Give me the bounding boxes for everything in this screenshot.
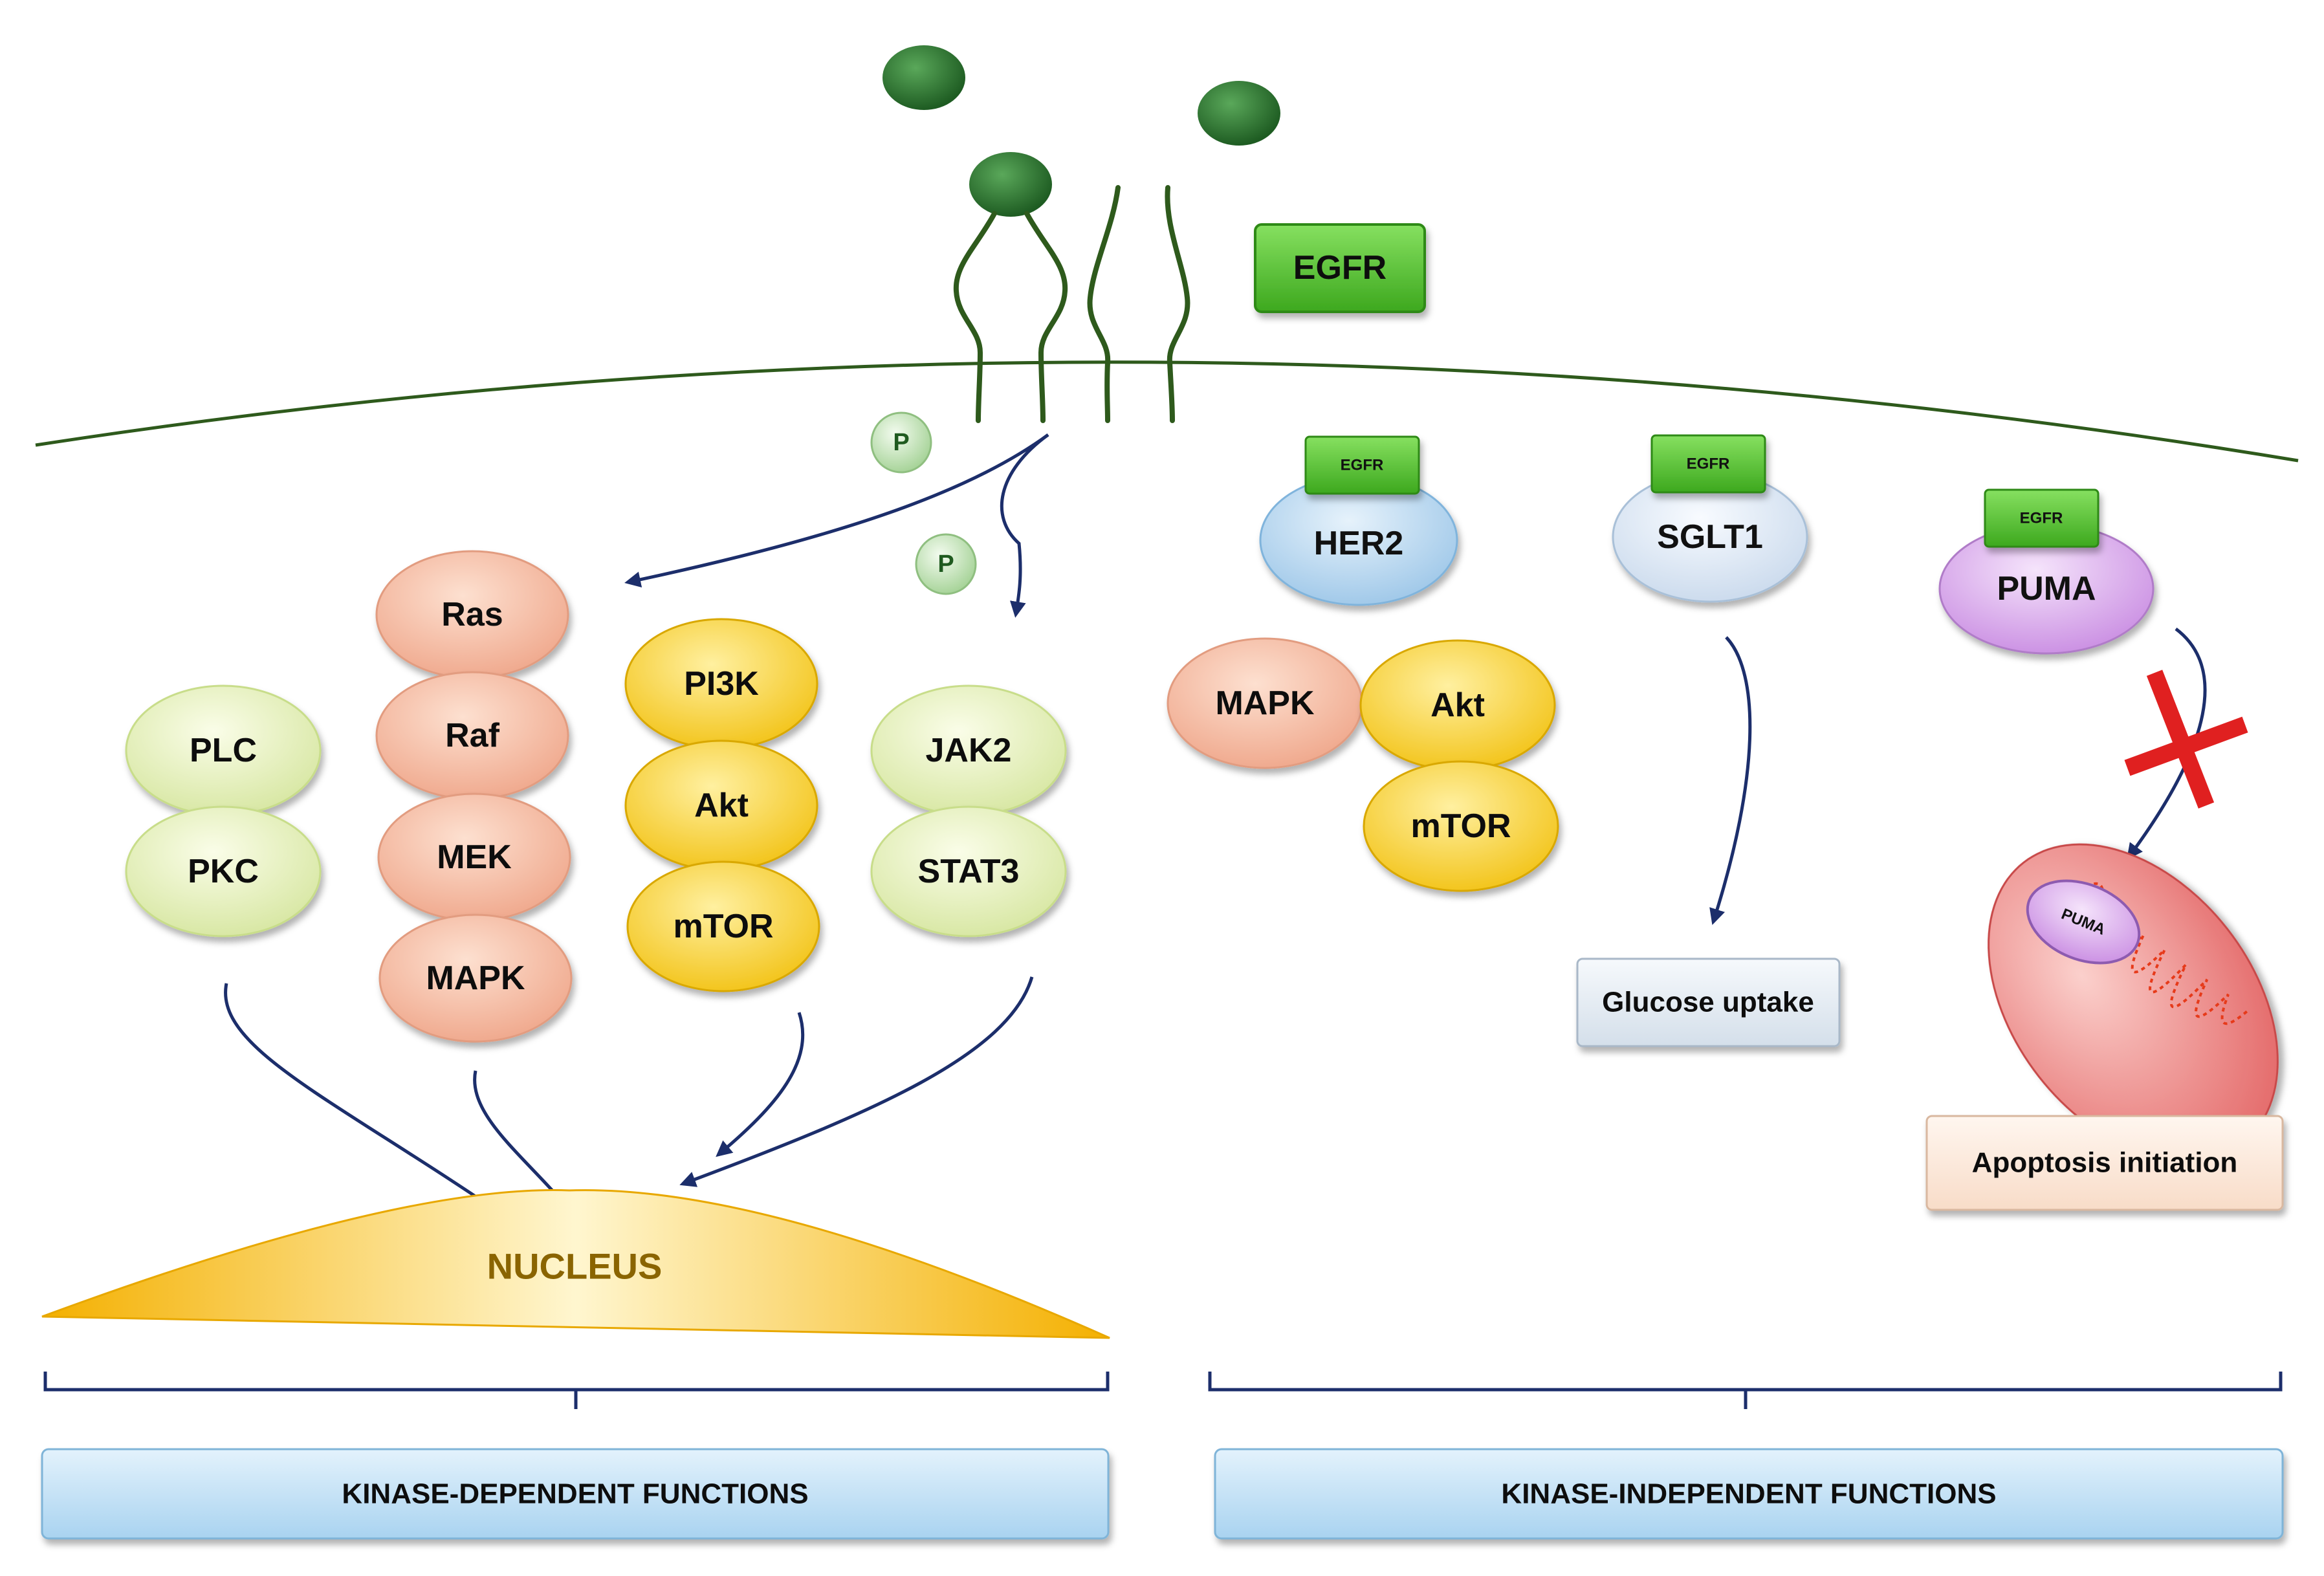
arrow-puma-to-mitochondrion — [2127, 628, 2207, 860]
her2-complex: EGFR HER2 — [1259, 435, 1458, 606]
plc-label: PLC — [190, 732, 257, 769]
pkc-label: PKC — [188, 853, 259, 890]
arrow-receptor-to-jak2 — [1000, 433, 1049, 618]
her2-egfr-badge-label: EGFR — [1341, 457, 1384, 474]
stat3-node: STAT3 — [870, 805, 1067, 937]
svg-text:P: P — [893, 429, 909, 456]
ras-label: Ras — [441, 596, 503, 633]
right-brace — [1208, 1372, 2283, 1409]
her2-mapk-node: MAPK — [1167, 637, 1363, 769]
mtor-node: mTOR — [626, 860, 820, 992]
her2-mapk-label: MAPK — [1215, 684, 1315, 722]
apoptosis-initiation-box: Apoptosis initiation — [1925, 1115, 2284, 1211]
nucleus-label: NUCLEUS — [487, 1246, 663, 1287]
her2-label: HER2 — [1314, 525, 1404, 562]
cell-membrane — [35, 360, 2299, 463]
mitochondrion-icon: PUMA — [1988, 843, 2279, 1163]
puma-complex: EGFR PUMA — [1938, 488, 2154, 655]
mek-node: MEK — [377, 793, 571, 922]
kinase-dependent-banner: KINASE-DEPENDENT FUNCTIONS — [41, 1448, 1110, 1540]
raf-node: Raf — [375, 671, 569, 800]
akt-node: Akt — [624, 739, 818, 871]
kinase-independent-banner: KINASE-INDEPENDENT FUNCTIONS — [1214, 1448, 2284, 1540]
glucose-uptake-label: Glucose uptake — [1602, 987, 1814, 1018]
kinase-independent-label: KINASE-INDEPENDENT FUNCTIONS — [1501, 1478, 1996, 1510]
egfr-label: EGFR — [1293, 249, 1387, 287]
nucleus: NUCLEUS — [41, 1189, 1110, 1339]
akt-label: Akt — [694, 787, 749, 824]
mapk-label: MAPK — [426, 959, 525, 997]
phosphate-icon: P — [915, 533, 977, 595]
stat3-label: STAT3 — [918, 853, 1020, 890]
puma-label: PUMA — [1997, 570, 2096, 607]
her2-akt-label: Akt — [1431, 686, 1485, 724]
raf-label: Raf — [445, 717, 499, 754]
arrow-sglt1-to-glucose — [1709, 636, 1752, 925]
left-brace — [43, 1372, 1110, 1409]
her2-mtor-label: mTOR — [1410, 807, 1511, 845]
svg-text:P: P — [937, 551, 954, 578]
mapk-node: MAPK — [378, 914, 573, 1043]
arrow-pkc-to-nucleus — [224, 983, 518, 1225]
pi3k-node: PI3K — [624, 618, 818, 750]
plc-node: PLC — [125, 684, 322, 816]
sglt1-label: SGLT1 — [1657, 518, 1763, 556]
arrow-mtor-to-nucleus — [716, 1012, 805, 1157]
pi3k-label: PI3K — [684, 665, 759, 703]
sglt1-complex: EGFR SGLT1 — [1612, 434, 1808, 603]
puma-egfr-badge-label: EGFR — [2020, 510, 2063, 527]
jak2-label: JAK2 — [926, 732, 1012, 769]
her2-mtor-node: mTOR — [1363, 760, 1559, 892]
her2-akt-node: Akt — [1359, 639, 1556, 771]
glucose-uptake-box: Glucose uptake — [1576, 958, 1841, 1047]
arrow-stat3-to-nucleus — [679, 976, 1034, 1187]
ras-node: Ras — [375, 550, 569, 679]
pkc-node: PKC — [125, 805, 322, 937]
arrow-receptor-to-ras — [624, 433, 1049, 588]
mtor-label: mTOR — [673, 908, 773, 945]
egfr-receptor — [953, 185, 1190, 423]
egfr-label-box: EGFR — [1254, 223, 1426, 313]
kinase-dependent-label: KINASE-DEPENDENT FUNCTIONS — [342, 1478, 808, 1510]
mek-label: MEK — [437, 838, 512, 876]
inhibition-cross-icon — [2124, 670, 2248, 809]
phosphate-icon: P — [870, 411, 932, 474]
sglt1-egfr-badge-label: EGFR — [1687, 455, 1730, 473]
apoptosis-initiation-label: Apoptosis initiation — [1972, 1147, 2238, 1179]
jak2-node: JAK2 — [870, 684, 1067, 816]
ligand-icon — [882, 45, 1280, 217]
